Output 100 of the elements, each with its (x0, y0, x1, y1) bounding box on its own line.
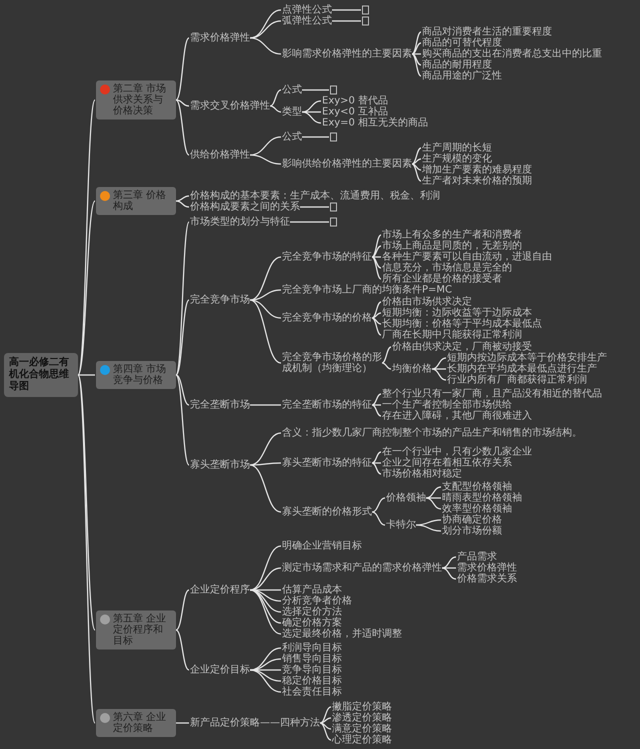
branch-line (302, 111, 321, 113)
topic-text: 社会责任目标 (282, 686, 342, 698)
topic-text: 竞争导向目标 (282, 664, 342, 676)
branch-line (372, 256, 381, 258)
central-topic-text: 高一必修二有机化合物思维导图 (9, 357, 69, 392)
branch-line (372, 462, 381, 464)
branch-line (320, 717, 332, 724)
branch-line (412, 31, 422, 55)
branch-line (412, 163, 422, 171)
branch-line (442, 567, 456, 580)
chapter-box (96, 80, 176, 120)
topic-text: 价格需求关系 (457, 574, 517, 584)
branch-line (412, 147, 422, 165)
topic-text: 含义：指少数几家厂商控制整个市场的产品生产和销售的市场结构。 (282, 428, 582, 438)
small-box (362, 6, 369, 14)
chapter-box (96, 610, 176, 650)
branch-line (320, 722, 332, 730)
topic-text: 完全竞争市场的价格 (282, 312, 372, 324)
branch-line (250, 464, 282, 513)
branch-line (250, 20, 282, 39)
branch-line (432, 368, 446, 381)
topic-text: 企业定价程序 (190, 584, 250, 596)
branch-line (426, 497, 442, 510)
topic-text: 渗透定价策略 (332, 712, 392, 724)
small-box (330, 86, 337, 94)
branch-line (372, 234, 382, 258)
chapter-title: 第四章 市场竞争与价格 (113, 364, 168, 386)
topic-text: 行业内所有厂商都获得正常利润 (447, 374, 587, 386)
topic-text: 价格由供求决定，厂商被动接受 (392, 342, 532, 352)
branch-line (250, 299, 282, 319)
chapter-box (96, 709, 176, 737)
branch-line (372, 256, 382, 280)
topic-text: 各种生产要素可以自由流动，进退自由 (382, 252, 552, 262)
topic-text: 商品的可替代程度 (422, 38, 502, 48)
branch-line (332, 9, 361, 11)
topic-text: Exy=0 相互无关的商品 (322, 118, 428, 128)
branch-line (412, 53, 422, 66)
topic-text: 商品用途的广泛性 (422, 70, 502, 82)
topic-text: 完全竞争市场 (190, 294, 250, 306)
topic-text: 估算产品成本 (282, 584, 342, 596)
branch-line (412, 158, 422, 165)
branch-line (270, 89, 282, 107)
central-topic-box (4, 353, 78, 397)
topic-text: 新产品定价策略——四种方法 (190, 718, 320, 728)
branch-line (176, 99, 190, 107)
branch-line (175, 222, 190, 376)
branch-line (442, 567, 456, 569)
branch-line (250, 9, 282, 39)
branch-line (176, 200, 190, 208)
branch-line (372, 497, 386, 513)
topic-text: 需求交叉价格弹性 (190, 100, 270, 112)
chapter-title: 第三章 价格构成 (113, 190, 168, 212)
branch-line (320, 706, 332, 724)
topic-text: 寡头垄断市场 (190, 460, 250, 470)
topic-text: 影响供给价格弹性的主要因素 (282, 158, 412, 170)
topic-text: 供给价格弹性 (190, 150, 250, 160)
topic-text: 效率型价格领袖 (442, 504, 512, 514)
branch-line (432, 368, 446, 370)
branch-line (250, 462, 281, 466)
topic-text: 企业之间存在着相互依存关系 (382, 458, 512, 468)
branch-line (250, 299, 282, 364)
branch-line (372, 451, 382, 464)
topic-text: Exy>0 替代品 (322, 96, 388, 106)
topic-text: 协商确定价格 (442, 514, 502, 526)
branch-line (302, 136, 329, 138)
topic-text: 满意定价策略 (332, 724, 392, 734)
small-box (330, 202, 337, 212)
branch-line (320, 722, 332, 741)
topic-text: 类型 (282, 106, 302, 118)
branch-line (412, 53, 421, 55)
branch-line (176, 100, 190, 156)
branch-line (442, 556, 456, 569)
branch-line (372, 245, 382, 258)
branch-line (302, 100, 322, 113)
topic-text: 市场类型的划分与特征 (190, 216, 290, 228)
topic-text: 存在进入障碍，其他厂商很难进入 (382, 410, 532, 422)
branch-line (250, 589, 282, 613)
branch-line (77, 100, 96, 376)
topic-text: 厂商在长期中只能获得正常利润 (382, 330, 522, 340)
branch-line (372, 312, 382, 319)
topic-text: 均衡价格 (392, 364, 432, 374)
topic-text: Exy<0 互补品 (322, 106, 388, 118)
topic-text: 企业定价目标 (190, 664, 250, 676)
branch-line (176, 629, 190, 671)
branch-line (77, 374, 96, 630)
branch-line (332, 20, 361, 22)
branch-line (372, 404, 381, 406)
topic-text: 价格由市场供求决定 (382, 296, 472, 308)
topic-text: 生产周期的长短 (422, 142, 492, 154)
topic-text: 公式 (282, 84, 302, 96)
branch-line (412, 42, 422, 55)
branch-line (250, 567, 282, 591)
branch-line (250, 404, 281, 406)
topic-text: 完全竞争市场的特征 (282, 252, 372, 262)
branch-line (432, 357, 446, 370)
topic-text: 晴雨表型价格领袖 (442, 492, 522, 504)
branch-line (372, 317, 382, 336)
small-box (362, 16, 369, 26)
topic-text: 价格构成要素之间的关系 (190, 202, 300, 212)
topic-text: 利润导向目标 (282, 642, 342, 654)
